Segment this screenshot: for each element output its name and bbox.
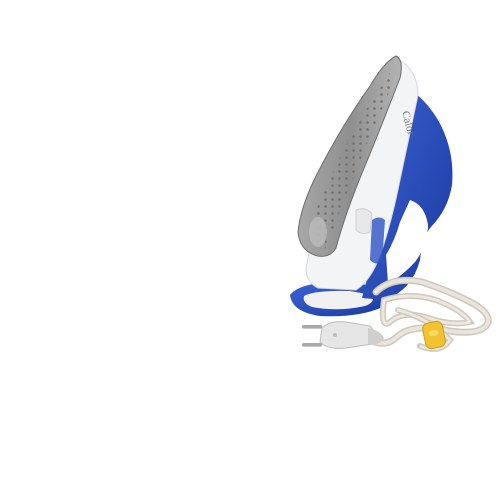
heel-rest-inner: [303, 290, 374, 310]
power-plug-icon: [302, 321, 384, 349]
cord-band: [422, 320, 446, 350]
handle-opening: [386, 200, 428, 283]
body-label: [355, 208, 373, 234]
